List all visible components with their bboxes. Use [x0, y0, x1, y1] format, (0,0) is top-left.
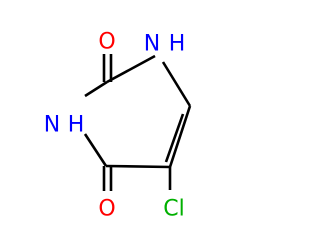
bonds	[83, 54, 192, 191]
bond-c6-c5-a	[168, 105, 192, 168]
bond-c4-c5	[105, 164, 171, 169]
bond-c2-n1	[106, 54, 156, 84]
nitrogen-right-label: N	[144, 32, 160, 57]
structure-diagram: O N H N H O Cl	[44, 30, 192, 222]
bond-n1-c6	[161, 61, 192, 107]
chlorine-label: Cl	[163, 197, 184, 222]
oxygen-top-label: O	[98, 30, 115, 55]
atom-labels: O N H N H O Cl	[44, 30, 186, 222]
nitrogen-left-label: N	[44, 113, 60, 138]
hydrogen-right-label: H	[169, 32, 186, 57]
hydrogen-left-label: H	[68, 113, 85, 138]
oxygen-bottom-label: O	[98, 197, 115, 222]
bond-c2-n3	[84, 80, 108, 98]
bond-c6-c5-b	[164, 113, 185, 163]
bond-n3-c4	[83, 133, 108, 167]
